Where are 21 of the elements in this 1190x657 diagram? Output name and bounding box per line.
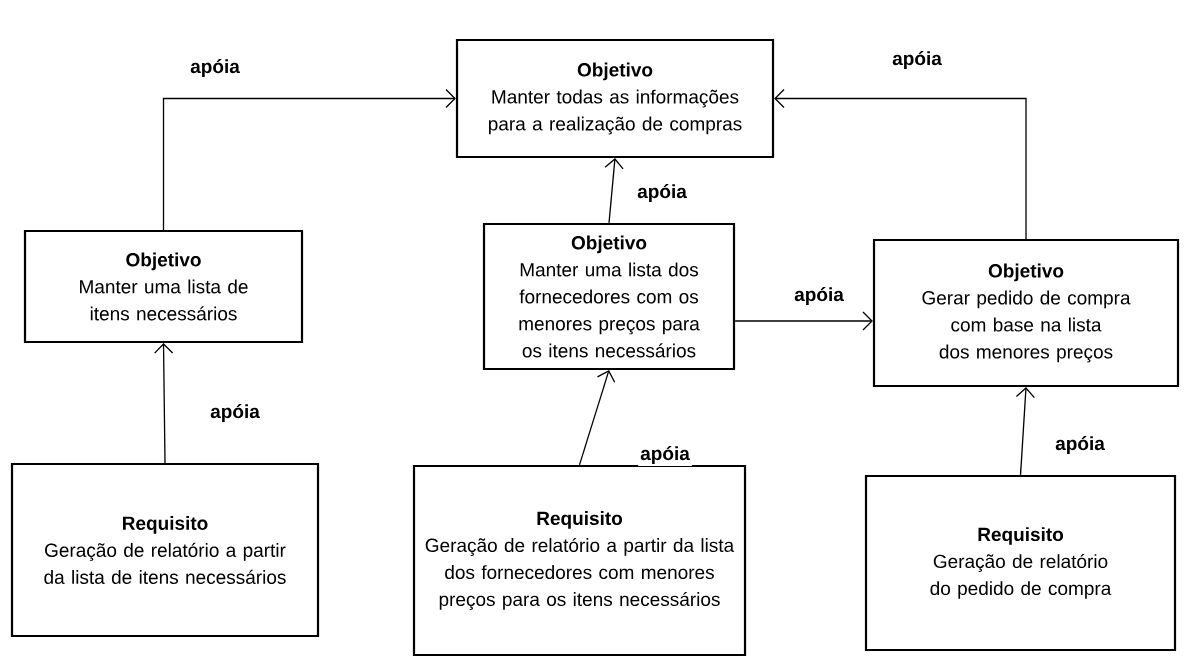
edge-label: apóia — [1053, 434, 1107, 456]
arrow — [604, 158, 624, 224]
goal-box: Objetivo Gerar pedido de compra com base na lista dos menores preços — [872, 238, 1180, 388]
arrow — [734, 311, 873, 331]
requirement-box: Requisito Geração de relatório a partir da lista dos fornecedores com menores preços para os itens necessários — [412, 464, 747, 657]
requirement-box: Requisito Geração de relatório a partir da lista de itens necessários — [10, 462, 320, 638]
arrow — [774, 88, 1027, 240]
arrow — [162, 88, 456, 231]
edge-label: apóia — [188, 57, 242, 79]
edge-label: apóia — [890, 49, 944, 71]
arrow — [578, 370, 616, 466]
goal-box: Objetivo Manter uma lista de itens necessários — [23, 229, 304, 344]
edge-label: apóia — [635, 182, 689, 204]
edge-label: apóia — [208, 402, 262, 424]
edge-label: apóia — [792, 285, 846, 307]
goal-box: Objetivo Manter todas as informações para a realização de compras — [455, 38, 775, 159]
edge-label: apóia — [638, 444, 692, 466]
goal-box: Objetivo Manter uma lista dos fornecedores com os menores preços para os itens necessários — [482, 222, 736, 371]
arrow — [1015, 387, 1036, 476]
requirement-box: Requisito Geração de relatório do pedido de compra — [864, 474, 1177, 652]
arrow — [154, 343, 174, 464]
